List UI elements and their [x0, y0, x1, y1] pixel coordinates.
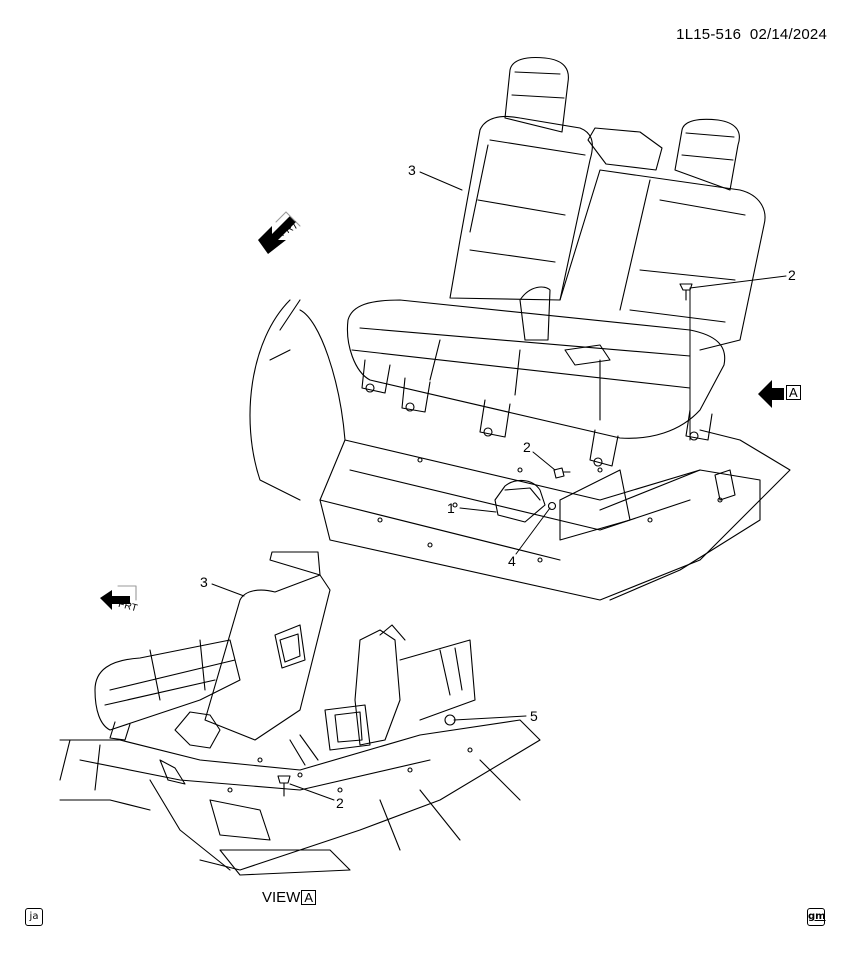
callout-3-bottom: 3: [200, 574, 208, 590]
rear-seat-top: [346, 56, 766, 467]
view-a-arrow: [758, 380, 784, 408]
view-letter-box: A: [301, 890, 317, 905]
callout-1: 1: [447, 500, 455, 516]
folded-seat-bottom: [94, 551, 331, 749]
floor-pan-bottom: [59, 719, 541, 876]
callout-3-top: 3: [408, 162, 416, 178]
callout-2-top-right: 2: [788, 267, 796, 283]
part-5-plug: [444, 714, 456, 726]
leader-lines: [211, 171, 787, 801]
view-label: VIEW: [262, 889, 301, 906]
callout-2-bottom: 2: [336, 795, 344, 811]
callout-2-mid: 2: [523, 439, 531, 455]
part-2-bolt-bottom: [277, 775, 291, 797]
frt-arrow-bottom: [100, 585, 137, 610]
corner-badge-ja: ja: [25, 908, 43, 926]
diagram-code: 1L15-516 02/14/2024: [676, 26, 827, 43]
callout-5: 5: [530, 708, 538, 724]
callout-4: 4: [508, 553, 516, 569]
part-4-clip: [547, 501, 557, 511]
diagram-date: 02/14/2024: [749, 26, 827, 43]
diagram-id: 1L15-516: [676, 26, 742, 43]
gm-logo: gm: [807, 908, 826, 926]
floor-pan-top: [249, 299, 791, 601]
view-a-marker: A: [786, 385, 801, 400]
frt-arrow-top: [258, 211, 301, 254]
part-1-bracket: [494, 479, 546, 523]
seat-mechanism-bottom: [289, 624, 476, 766]
